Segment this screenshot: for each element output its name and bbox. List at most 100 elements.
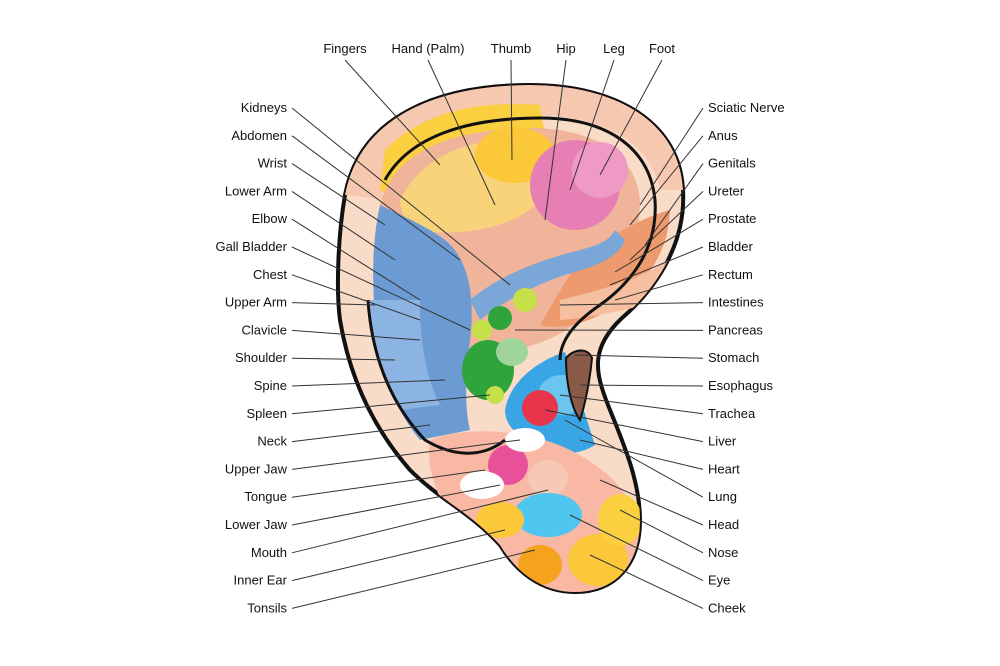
label-mouth: Mouth <box>251 545 287 560</box>
leader-lines <box>291 59 704 609</box>
gall-bladder-zone <box>472 320 492 340</box>
label-clavicle: Clavicle <box>241 322 287 337</box>
leader-line-lung <box>564 419 704 498</box>
leader-line-neck <box>291 424 431 443</box>
label-wrist: Wrist <box>258 156 288 171</box>
leader-line-spleen <box>291 394 491 415</box>
label-esophagus: Esophagus <box>708 378 774 393</box>
leader-line-eye <box>569 514 704 582</box>
lower-jaw-zone <box>460 471 504 499</box>
tongue-zone <box>488 445 528 485</box>
label-fingers: Fingers <box>323 41 367 56</box>
label-stomach: Stomach <box>708 350 759 365</box>
leader-line-bladder <box>609 246 704 286</box>
leader-line-nose <box>619 509 704 554</box>
concha-outline <box>366 299 506 455</box>
label-eye: Eye <box>708 573 730 588</box>
upper-jaw-zone <box>505 428 545 452</box>
leader-line-elbow <box>291 218 421 301</box>
tonsils-zone <box>476 502 524 538</box>
label-lung: Lung <box>708 489 737 504</box>
leader-line-clavicle <box>291 329 421 341</box>
mouth-zone <box>528 460 568 496</box>
kidneys-zone <box>513 288 537 312</box>
label-lower-jaw: Lower Jaw <box>225 517 288 532</box>
leader-line-hand-palm <box>427 59 496 206</box>
label-ureter: Ureter <box>708 183 745 198</box>
label-elbow: Elbow <box>252 211 288 226</box>
label-heart: Heart <box>708 461 740 476</box>
label-thumb: Thumb <box>491 41 531 56</box>
leader-line-intestines <box>559 302 704 306</box>
helix-shade <box>345 85 683 200</box>
leader-line-prostate <box>614 218 704 273</box>
leader-line-fingers <box>344 59 441 166</box>
leader-line-gall-bladder <box>291 246 471 331</box>
nose-zone <box>598 494 642 546</box>
antihelix-crus <box>470 230 625 320</box>
cheek-zone <box>568 534 628 586</box>
leader-line-tongue <box>291 469 486 498</box>
leader-line-inner-ear <box>291 529 506 582</box>
leader-line-liver <box>544 409 704 443</box>
leader-line-ureter <box>629 191 704 261</box>
ear-zones <box>345 85 683 592</box>
label-shoulder: Shoulder <box>235 350 288 365</box>
label-cheek: Cheek <box>708 600 746 615</box>
leader-line-hip <box>544 59 567 221</box>
label-hand-palm: Hand (Palm) <box>392 41 465 56</box>
label-bladder: Bladder <box>708 239 753 254</box>
label-sciatic-nerve: Sciatic Nerve <box>708 100 785 115</box>
label-neck: Neck <box>257 434 287 449</box>
label-leg: Leg <box>603 41 625 56</box>
leader-line-genitals <box>644 163 704 246</box>
leader-line-sciatic-nerve <box>639 107 704 206</box>
labels: Fingers Hand (Palm) Thumb Hip Leg FootKidneys… <box>215 41 784 615</box>
label-nose: Nose <box>708 545 738 560</box>
leader-line-wrist <box>291 163 386 226</box>
antihelix-outline <box>383 116 657 361</box>
leader-line-lower-arm <box>291 190 396 261</box>
label-spine: Spine <box>254 378 287 393</box>
liver-zone <box>486 386 504 404</box>
label-hip: Hip <box>556 41 576 56</box>
leader-line-foot <box>599 59 663 176</box>
foot-zone <box>572 142 628 198</box>
label-foot: Foot <box>649 41 675 56</box>
leader-line-leg <box>569 59 615 191</box>
leader-line-shoulder <box>291 357 396 361</box>
label-tongue: Tongue <box>244 489 287 504</box>
label-head: Head <box>708 517 739 532</box>
leader-line-tonsils <box>291 549 536 609</box>
leader-line-anus <box>629 135 704 226</box>
esophagus-zone <box>564 349 594 423</box>
label-spleen: Spleen <box>247 406 287 421</box>
leader-line-lower-jaw <box>291 484 501 526</box>
label-prostate: Prostate <box>708 211 756 226</box>
leader-line-esophagus <box>579 384 704 387</box>
label-tonsils: Tonsils <box>247 600 287 615</box>
label-inner-ear: Inner Ear <box>234 573 288 588</box>
label-anus: Anus <box>708 128 738 143</box>
leader-line-heart <box>579 439 704 470</box>
inner-ear-zone <box>518 545 562 585</box>
label-upper-jaw: Upper Jaw <box>225 461 288 476</box>
label-abdomen: Abdomen <box>231 128 287 143</box>
leader-line-stomach <box>574 354 704 359</box>
label-pancreas: Pancreas <box>708 322 763 337</box>
leader-line-rectum <box>614 274 704 301</box>
intestines-zone <box>488 306 512 330</box>
leader-line-thumb <box>510 59 513 161</box>
leader-line-head <box>599 479 704 526</box>
leader-line-spine <box>291 379 446 387</box>
leader-line-upper-arm <box>291 302 376 306</box>
leader-line-chest <box>291 274 421 321</box>
leader-line-abdomen <box>291 135 461 261</box>
leader-line-kidneys <box>291 107 511 286</box>
eye-zone <box>514 493 582 537</box>
leader-line-upper-jaw <box>291 439 521 470</box>
label-kidneys: Kidneys <box>241 100 288 115</box>
pancreas-zone <box>496 338 528 366</box>
